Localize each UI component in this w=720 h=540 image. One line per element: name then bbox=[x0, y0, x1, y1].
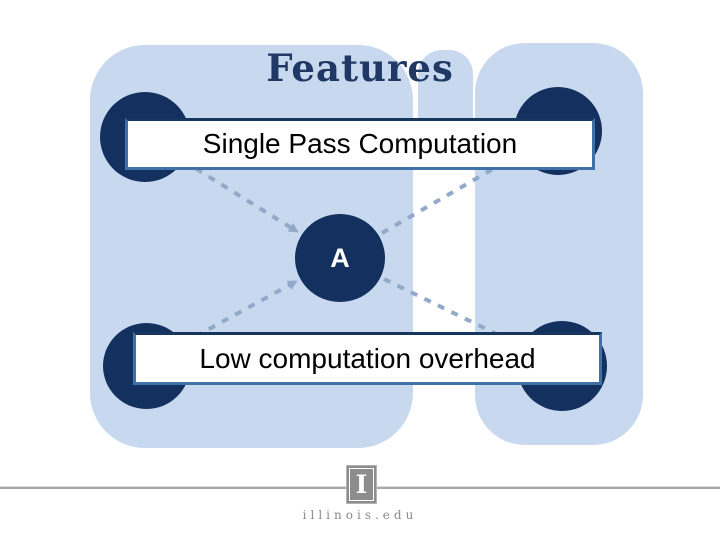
node-center-a-label: A bbox=[330, 242, 350, 273]
feature-box-single-pass-label: Single Pass Computation bbox=[202, 128, 518, 159]
footer-site-text: illinois.edu bbox=[302, 508, 418, 522]
node-center-a: A bbox=[295, 214, 385, 302]
illinois-block-i-logo-icon: I bbox=[346, 465, 377, 504]
illinois-logo-letter: I bbox=[355, 470, 368, 499]
feature-box-low-overhead: Low computation overhead bbox=[133, 332, 602, 385]
feature-box-low-overhead-label: Low computation overhead bbox=[199, 342, 536, 374]
feature-box-single-pass: Single Pass Computation bbox=[125, 118, 595, 170]
slide-title: Features bbox=[266, 46, 454, 90]
connector-center-to-topright bbox=[380, 153, 519, 235]
